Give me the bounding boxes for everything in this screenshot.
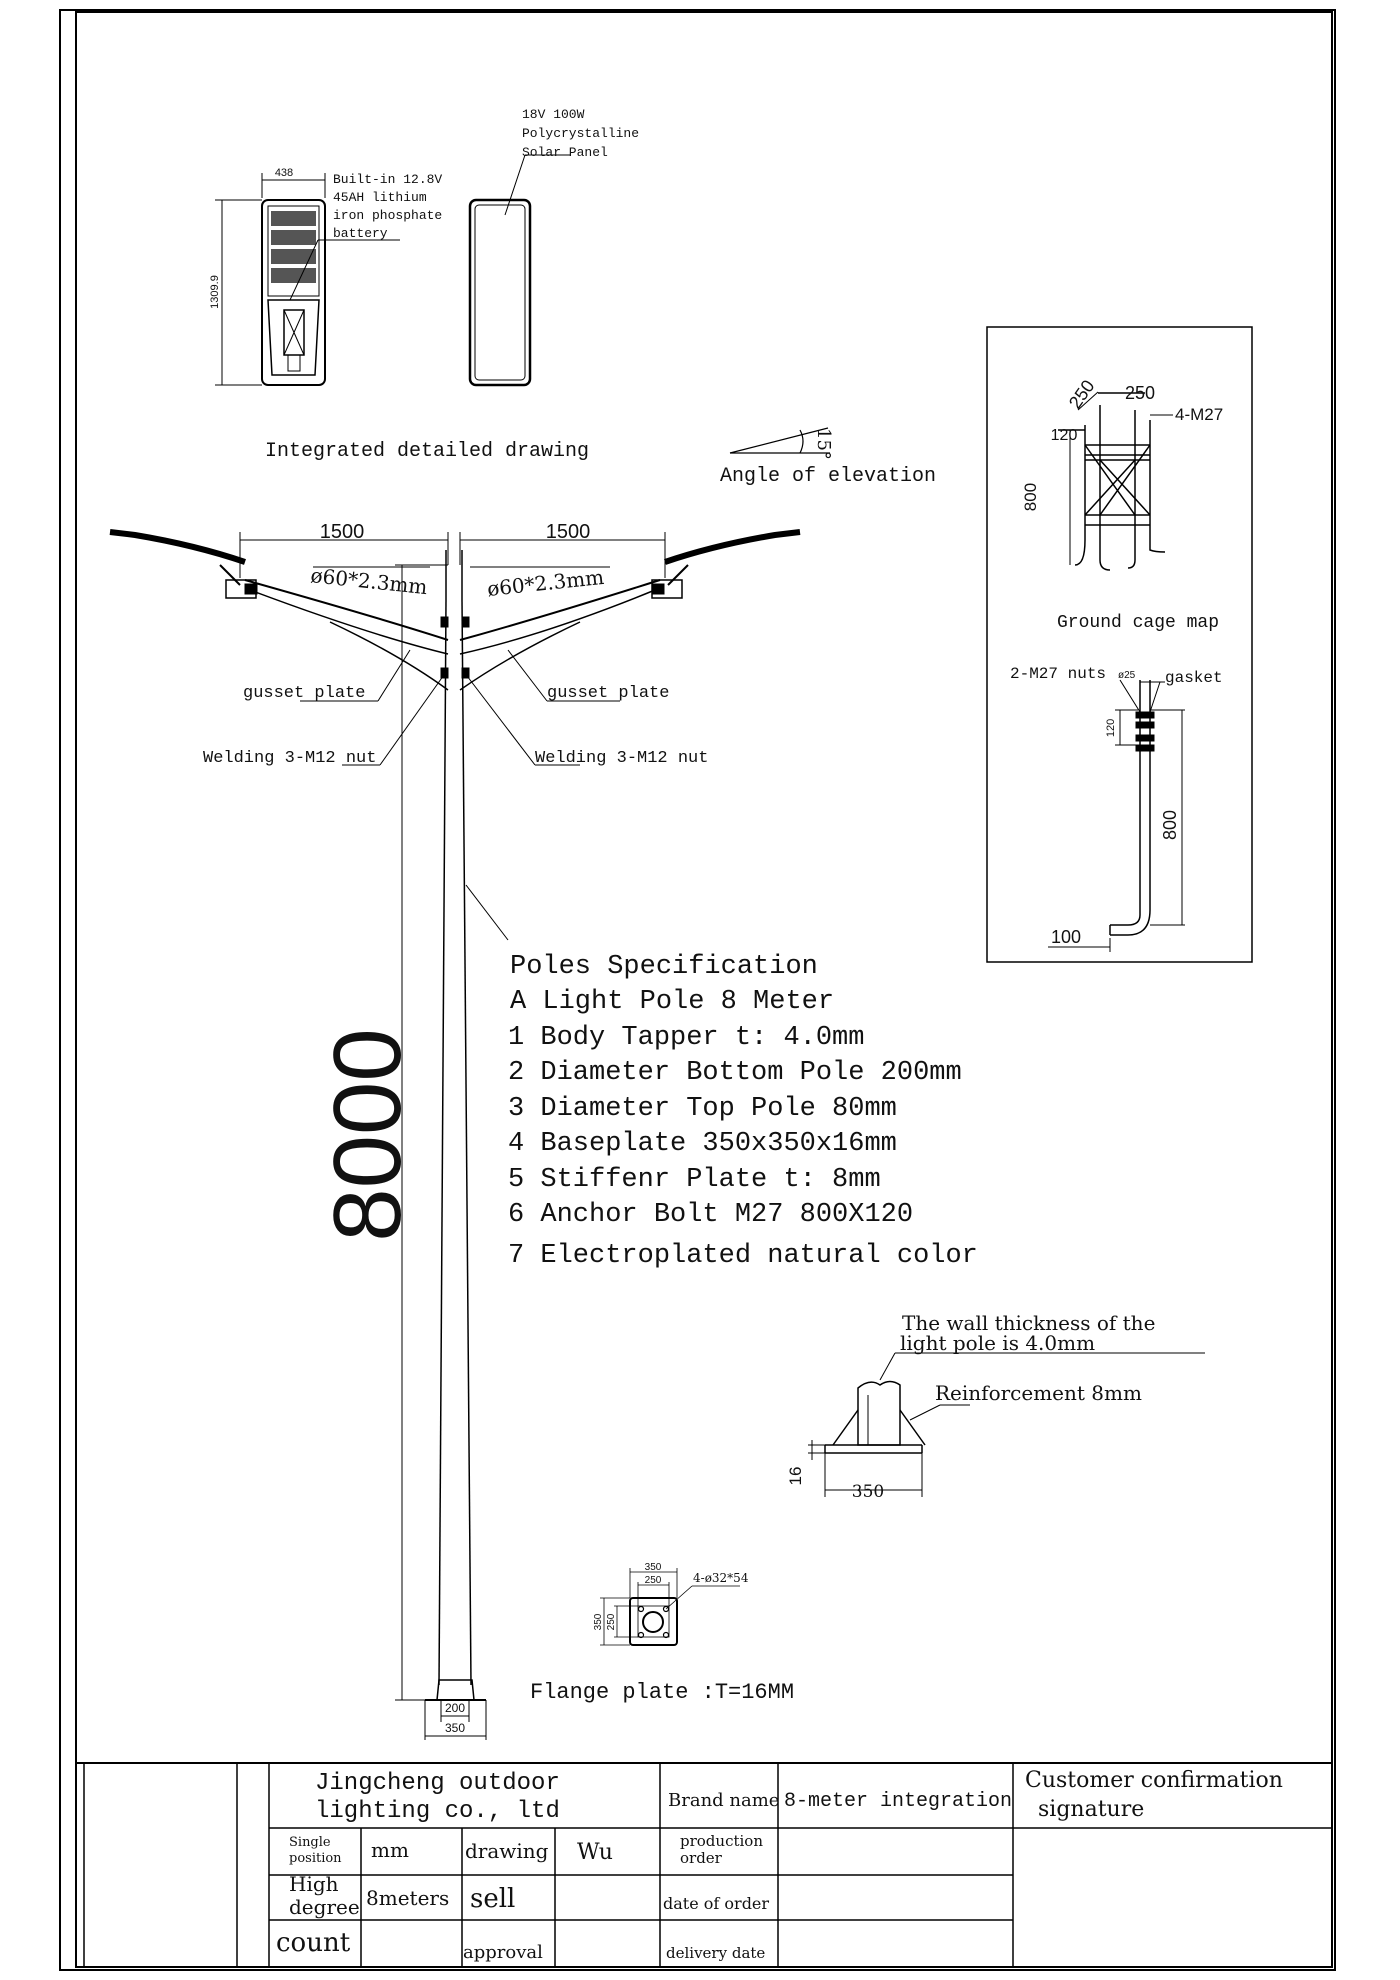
battery-label-2: 45AH lithium xyxy=(333,190,427,205)
high-degree-2: degree xyxy=(289,1895,360,1919)
flange-dim-side-inner: 250 xyxy=(606,1613,617,1630)
brand-value: 8-meter integration xyxy=(784,1790,1012,1813)
right-arm-span: 1500 xyxy=(546,521,591,543)
gusset-right-label: gusset plate xyxy=(547,684,669,703)
high-degree-1: High xyxy=(289,1872,339,1896)
left-pipe-dim: ø60*2.3mm xyxy=(309,563,428,599)
flange-drawing xyxy=(600,1568,740,1646)
cage-bolt-label: 4-M27 xyxy=(1175,405,1223,424)
unit-value: mm xyxy=(371,1838,409,1862)
base-detail-drawing xyxy=(808,1352,1205,1497)
company-line-2: lighting co., ltd xyxy=(315,1798,560,1825)
flange-dim-outer: 350 xyxy=(645,1562,662,1573)
drawing-value: Wu xyxy=(577,1840,613,1865)
reinforcement-label: Reinforcement 8mm xyxy=(935,1381,1142,1405)
lamp-height-dim: 1309.9 xyxy=(209,275,221,309)
pole-assembly xyxy=(109,529,801,1740)
single-position-2: position xyxy=(289,1851,342,1866)
wall-note-1: The wall thickness of the xyxy=(902,1311,1155,1335)
bolt-dia-label: ø25 xyxy=(1118,670,1136,681)
delivery-date-label: delivery date xyxy=(666,1944,765,1962)
customer-line-2: signature xyxy=(1038,1797,1144,1822)
bolt-foot-dim: 100 xyxy=(1051,927,1081,947)
company-line-1: Jingcheng outdoor xyxy=(315,1770,560,1797)
flange-caption: Flange plate :T=16MM xyxy=(530,1680,794,1705)
production-order-2: order xyxy=(680,1849,723,1867)
spec-line-5: 5 Stiffenr Plate t: 8mm xyxy=(508,1165,881,1195)
cage-dim-side: 120 xyxy=(1051,427,1078,444)
ground-cage-drawing xyxy=(1058,391,1173,571)
pole-height-dim: 8000 xyxy=(314,1028,421,1242)
height-value: 8meters xyxy=(366,1886,449,1910)
bolt-thread-dim: 120 xyxy=(1105,719,1117,737)
anchor-bolt-drawing xyxy=(1048,679,1185,952)
date-of-order-label: date of order xyxy=(663,1894,769,1913)
angle-indicator xyxy=(729,427,830,454)
customer-line-1: Customer confirmation xyxy=(1025,1768,1283,1793)
cage-frame xyxy=(986,326,1253,963)
single-position-1: Single xyxy=(289,1835,331,1850)
bolt-gasket-label: gasket xyxy=(1165,669,1223,687)
flange-dim-side-outer: 350 xyxy=(593,1613,604,1630)
angle-value: 15° xyxy=(813,428,834,460)
cage-dim-top-a: 250 xyxy=(1065,376,1099,412)
right-pipe-dim: ø60*2.3mm xyxy=(486,565,605,601)
inner-border xyxy=(75,11,1333,1968)
spec-line-3: 3 Diameter Top Pole 80mm xyxy=(508,1094,897,1124)
spec-line-1: 1 Body Tapper t: 4.0mm xyxy=(508,1023,864,1053)
spec-title: Poles Specification xyxy=(510,952,818,982)
panel-label-1: 18V 100W xyxy=(522,107,585,122)
weld-right-label: Welding 3-M12 nut xyxy=(535,749,708,768)
panel-label-2: Polycrystalline xyxy=(522,126,639,141)
spec-line-2: 2 Diameter Bottom Pole 200mm xyxy=(508,1058,962,1088)
left-arm-span: 1500 xyxy=(320,521,365,543)
battery-label-4: battery xyxy=(333,226,388,241)
base-width-dim: 350 xyxy=(852,1482,884,1502)
integrated-caption: Integrated detailed drawing xyxy=(265,440,589,463)
base-inner-dim: 200 xyxy=(445,1701,465,1715)
base-outer-dim: 350 xyxy=(445,1721,465,1735)
production-order-1: production xyxy=(680,1832,763,1850)
sell-label: sell xyxy=(470,1884,515,1914)
bolt-nuts-label: 2-M27 nuts xyxy=(1010,665,1106,683)
integrated-top-view xyxy=(215,154,570,387)
flange-holes-label: 4-ø32*54 xyxy=(693,1571,749,1585)
brand-label: Brand name xyxy=(668,1790,779,1811)
lamp-width-dim: 438 xyxy=(275,167,293,179)
wall-note-2: light pole is 4.0mm xyxy=(900,1331,1095,1355)
spec-line-0: A Light Pole 8 Meter xyxy=(510,987,834,1017)
cage-dim-height: 800 xyxy=(1021,483,1040,511)
weld-left-label: Welding 3-M12 nut xyxy=(203,749,376,768)
approval-label: approval xyxy=(463,1942,543,1963)
base-thick-dim: 16 xyxy=(786,1467,805,1486)
count-label: count xyxy=(276,1928,351,1958)
battery-label-3: iron phosphate xyxy=(333,208,442,223)
spec-line-4: 4 Baseplate 350x350x16mm xyxy=(508,1129,897,1159)
cage-dim-top-b: 250 xyxy=(1125,383,1155,403)
spec-line-7: 7 Electroplated natural color xyxy=(508,1241,978,1271)
cage-caption: Ground cage map xyxy=(1057,613,1219,633)
panel-label-3: Solar Panel xyxy=(522,145,608,160)
drawing-label: drawing xyxy=(465,1839,549,1863)
title-block xyxy=(76,1762,1332,1968)
flange-dim-inner: 250 xyxy=(645,1575,662,1586)
spec-line-6: 6 Anchor Bolt M27 800X120 xyxy=(508,1200,913,1230)
outer-border xyxy=(59,9,1336,1971)
battery-label-1: Built-in 12.8V xyxy=(333,172,442,187)
bolt-length-dim: 800 xyxy=(1160,810,1180,840)
angle-caption: Angle of elevation xyxy=(720,465,936,488)
gusset-left-label: gusset plate xyxy=(243,684,365,703)
